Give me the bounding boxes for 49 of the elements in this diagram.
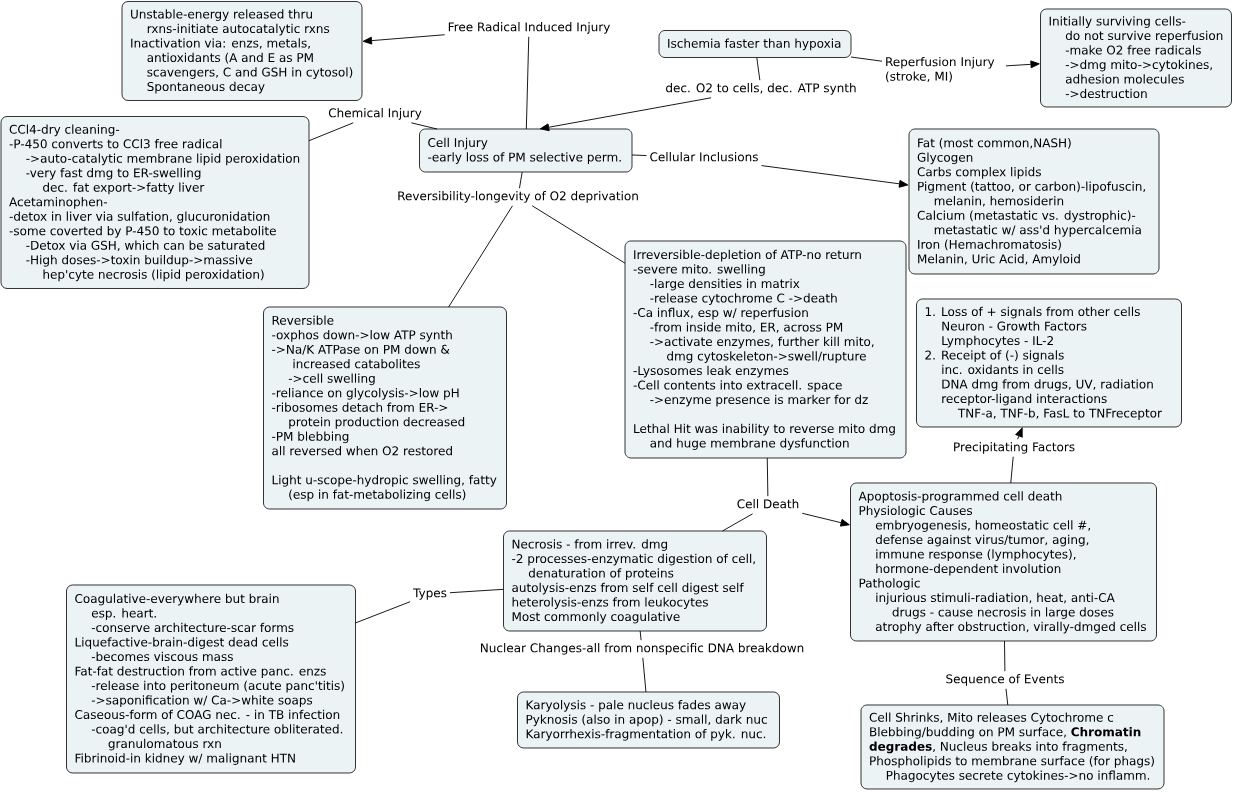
linking-phrase: Reversibility-longevity of O2 deprivation [394, 188, 642, 206]
concept-box: CCl4-dry cleaning- -P-450 converts to CCl3 free radical ->auto-catalytic membrane lipid peroxidation -very fast dmg to ER-swelling dec. fat export->fatty liver Acetaminophen- -detox in liver via sulfation, glucuronidation -some coverted by P-450 to toxic metabolite -Detox via GSH, which can be saturated -High doses->toxin buildup->massive hep'cyte necrosis (lipid peroxidation) [0, 116, 310, 289]
concept-box: Initially surviving cells- do not survive reperfusion -make O2 free radicals ->dmg mito->cytokines, adhesion molecules ->destruction [1040, 8, 1232, 108]
connector-line [639, 630, 642, 641]
linking-phrase: Precipitating Factors [949, 439, 1079, 457]
linking-phrase: Reperfusion Injury (stroke, MI) [882, 54, 1006, 86]
linking-phrase: Free Radical Induced Injury [444, 19, 614, 37]
connector-line [631, 154, 647, 157]
concept-box: Ischemia faster than hypoxia [658, 30, 852, 58]
arrow [362, 34, 446, 45]
linking-phrase: Cell Death [733, 496, 803, 514]
arrow [539, 97, 712, 132]
connector-line [1004, 640, 1006, 672]
connector-line [308, 122, 354, 142]
concept-box: Necrosis - from irrev. dmg -2 processes-enzymatic digestion of cell, denaturation of proteins autolysis-enzs from self cell digest self heterolysis-enzs from leukocytes Most commonly coagulative [503, 530, 767, 632]
concept-box: Irreversible-depletion of ATP-no return -severe mito. swelling -large densities in matrix -release cytochrome C ->death -Ca influx, esp w/ reperfusion -from inside mito, ER, across PM ->activate enzymes, further kill mito, dmg cytoskeleton->swell/rupture -Lysosomes leak enzymes -Cell contents into extracell. space ->enzyme presence is marker for dz Lethal Hit was inability to reverse mito dmg and huge membrane dysfunction [624, 240, 907, 459]
connector-line [1010, 456, 1014, 484]
concept-box: Karyolysis - pale nucleus fades away Pyknosis (also in apop) - small, dark nuc Karyorrhexis-fragmentation of pyk. nuc. [517, 691, 780, 749]
concept-box: Cell Shrinks, Mito releases Cytochrome c Blebbing/budding on PM surface, Chromatin degrades, Nucleus breaks into fragments, Phospholipids to membrane surface (for phags) Phagocytes secrete cytokines->no inflamm. [860, 704, 1165, 790]
connector-line [525, 36, 530, 130]
connector-line [756, 57, 761, 81]
linking-phrase: Sequence of Events [942, 671, 1068, 689]
connector-line [1005, 688, 1009, 706]
linking-phrase: Chemical Injury [325, 105, 425, 123]
connector-line [410, 122, 438, 130]
connector-line [519, 171, 523, 189]
connector-line [642, 657, 647, 693]
linking-phrase: Types [410, 585, 450, 603]
connector-line [850, 56, 883, 62]
connector-line [448, 205, 513, 308]
concept-box: 1. Loss of + signals from other cells Neuron - Growth Factors Lymphocytes - IL-2 2. Receipt of (-) signals inc. oxidants in cells DNA dmg from drugs, UV, radiation receptor-ligand interactions TNF-a, TNF-b, FasL to TNFreceptor [916, 298, 1182, 428]
arrow [1015, 427, 1023, 440]
concept-box: Coagulative-everywhere but brain esp. heart. -conserve architecture-scar forms Liquefactive-brain-digest dead cells -becomes viscous mass Fat-fat destruction from active panc. enzs -release into peritoneum (acute panc'titis) ->saponification w/ Ca->white soaps Caseous-form of COAG nec. - in TB infection -coag'd cells, but architecture obliterated. granulomatous rxn Fibrinoid-in kidney w/ malignant HTN [66, 584, 356, 774]
connector-line [766, 457, 769, 497]
concept-box: Apoptosis-programmed cell death Physiologic Causes embryogenesis, homeostatic cell #, defense against virus/tumor, aging, immune response (lymphocytes), hormone-dependent involution Pathologic injurious stimuli-radiation, heat, anti-CA drugs - cause necrosis in large doses atrophy after obstruction, virally-dmged cells [850, 482, 1157, 642]
connector-line [531, 205, 626, 264]
arrow [1005, 60, 1040, 69]
concept-box: Unstable-energy released thru rxns-initiate autocatalytic rxns Inactivation via: enzs, metals, antioxidants (A and E as PM scavengers, C and GSH in cytosol) Spontaneous decay [121, 1, 363, 101]
linking-phrase: Cellular Inclusions [646, 149, 762, 167]
linking-phrase: dec. O2 to cells, dec. ATP synth [662, 80, 860, 98]
connector-line [722, 513, 754, 532]
linking-phrase: Nuclear Changes-all from nonspecific DNA breakdown [476, 640, 808, 658]
arrow [801, 512, 850, 527]
concept-box: Fat (most common,NASH) Glycogen Carbs complex lipids Pigment (tattoo, or carbon)-lipofuscin, melanin, hemosiderin Calcium (metastatic vs. dystrophic)- metastatic w/ ass'd hypercalcemia Iron (Hemachromatosis) Melanin, Uric Acid, Amyloid [908, 128, 1160, 275]
arrow [761, 165, 909, 188]
concept-box: Cell Injury -early loss of PM selective perm. [419, 128, 633, 173]
connector-line [355, 601, 411, 624]
concept-box: Reversible -oxphos down->low ATP synth ->Na/K ATPase on PM down & increased catabolites ->cell swelling -reliance on glycolysis->low pH -ribosomes detach from ER-> protein production decreased -PM blebbing all reversed when O2 restored Light u-scope-hydropic swelling, fatty (esp in fat-metabolizing cells) [263, 306, 507, 510]
connector-line [449, 588, 504, 594]
